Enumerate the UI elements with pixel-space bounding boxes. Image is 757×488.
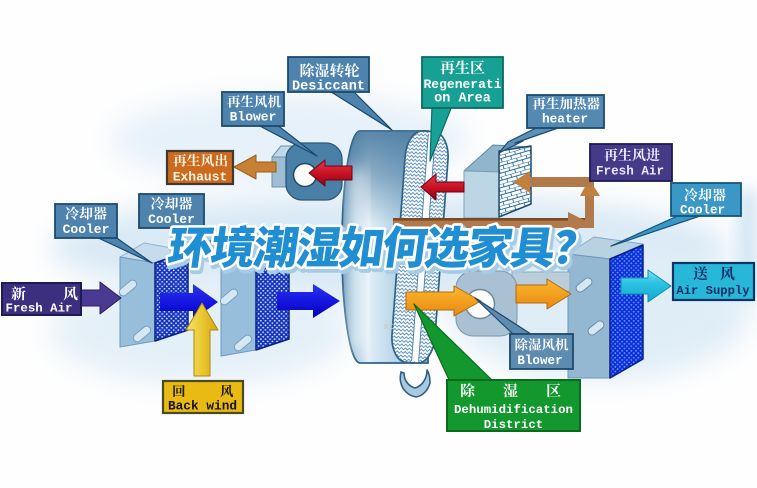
svg-text:Regenerati: Regenerati <box>423 77 501 92</box>
svg-text:on Area: on Area <box>434 92 491 107</box>
svg-text:Dehumidification: Dehumidification <box>454 403 573 417</box>
svg-text:xt: xt <box>383 322 394 332</box>
svg-text:Blower: Blower <box>230 110 277 125</box>
svg-text:Exhaust: Exhaust <box>173 170 228 185</box>
svg-text:heater: heater <box>542 112 588 127</box>
svg-text:Fresh Air: Fresh Air <box>6 302 73 316</box>
svg-text:Cooler: Cooler <box>63 222 110 237</box>
svg-text:Cooler: Cooler <box>680 204 725 218</box>
svg-text:Cooler: Cooler <box>148 212 195 227</box>
svg-text:Fresh Air: Fresh Air <box>596 165 664 179</box>
svg-text:District: District <box>484 418 544 432</box>
svg-text:Desiccant: Desiccant <box>292 80 365 95</box>
svg-text:Blower: Blower <box>517 354 562 368</box>
svg-text:Back wind: Back wind <box>168 399 237 414</box>
svg-text:Air Supply: Air Supply <box>676 284 750 298</box>
